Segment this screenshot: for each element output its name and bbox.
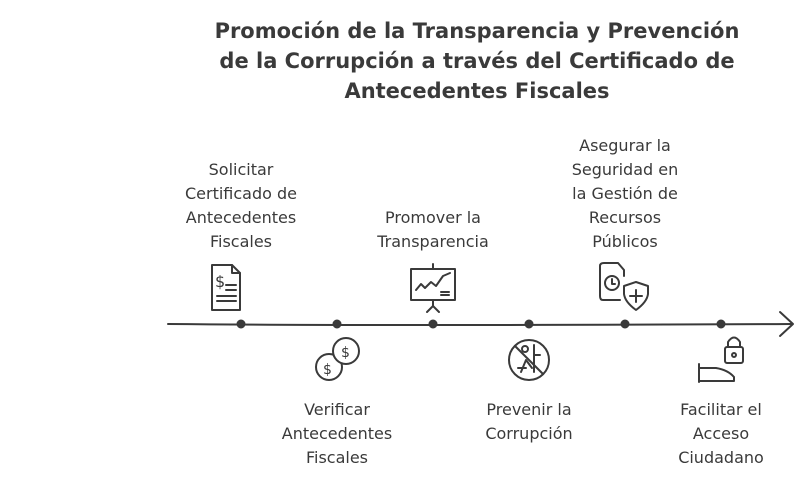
diagram-title: Promoción de la Transparencia y Prevenci… — [160, 16, 794, 106]
timeline-dot — [236, 319, 246, 329]
title-line: Antecedentes Fiscales — [344, 79, 610, 103]
label-line: Recursos — [588, 208, 662, 227]
dollar-document-icon: $ — [211, 264, 241, 311]
step-label-verificar: Verificar Antecedentes Fiscales — [252, 398, 422, 470]
label-line: Asegurar la — [579, 136, 671, 155]
presentation-chart-icon — [410, 263, 456, 313]
timeline-line — [167, 323, 793, 326]
timeline-dot — [428, 319, 438, 329]
timeline-dot — [620, 319, 630, 329]
title-line: Promoción de la Transparencia y Prevenci… — [214, 19, 740, 43]
label-line: Transparencia — [377, 232, 489, 251]
label-line: Corrupción — [485, 424, 573, 443]
title-line: de la Corrupción a través del Certificad… — [219, 49, 735, 73]
timeline-dot — [332, 319, 342, 329]
label-line: Antecedentes — [185, 208, 297, 227]
timeline-axis — [167, 311, 794, 337]
timeline-arrowhead-icon — [779, 311, 794, 337]
step-label-asegurar: Asegurar la Seguridad en la Gestión de R… — [540, 134, 710, 254]
no-bribery-icon — [508, 339, 550, 381]
step-label-facilitar: Facilitar el Acceso Ciudadano — [636, 398, 805, 470]
timeline-dot — [716, 319, 726, 329]
coins-icon: $ $ — [315, 337, 360, 381]
shield-clock-document-icon — [599, 262, 649, 311]
label-line: Promover la — [385, 208, 481, 227]
label-line: Certificado de — [184, 184, 298, 203]
label-line: Solicitar — [208, 160, 274, 179]
label-line: Seguridad en — [571, 160, 679, 179]
timeline-dot — [524, 319, 534, 329]
label-line: Fiscales — [305, 448, 369, 467]
label-line: Fiscales — [209, 232, 273, 251]
label-line: la Gestión de — [572, 184, 678, 203]
label-line: Antecedentes — [281, 424, 393, 443]
label-line: Facilitar el — [680, 400, 762, 419]
label-line: Prevenir la — [486, 400, 572, 419]
svg-text:$: $ — [323, 362, 332, 378]
svg-text:$: $ — [215, 272, 225, 291]
svg-text:$: $ — [341, 345, 350, 361]
label-line: Verificar — [304, 400, 370, 419]
label-line: Ciudadano — [678, 448, 764, 467]
step-label-solicitar: Solicitar Certificado de Antecedentes Fi… — [156, 158, 326, 254]
label-line: Acceso — [692, 424, 750, 443]
label-line: Públicos — [592, 232, 658, 251]
step-label-prevenir: Prevenir la Corrupción — [444, 398, 614, 446]
hand-lock-icon — [698, 336, 744, 383]
step-label-promover: Promover la Transparencia — [348, 206, 518, 254]
